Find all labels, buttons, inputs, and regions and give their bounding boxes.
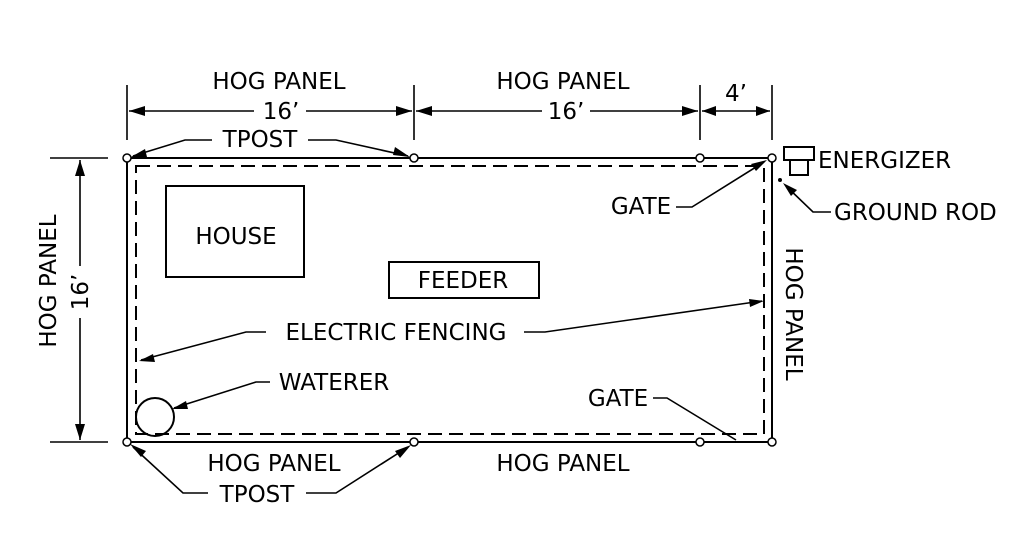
arrowhead (756, 106, 770, 116)
tpost-marker (695, 153, 705, 163)
callout-ground-rod (785, 185, 831, 213)
arrowhead (393, 147, 410, 157)
arrowhead (702, 106, 716, 116)
arrowhead (416, 106, 432, 116)
electric-fencing-label: ELECTRIC FENCING (286, 320, 507, 346)
callout-electric-fencing-left (140, 331, 266, 361)
tpost-marker (122, 153, 132, 163)
energizer-icon (783, 146, 815, 176)
tpost-bottom-label: TPOST (219, 482, 296, 508)
dim-label-left-panel: HOG PANEL (36, 214, 62, 347)
left-dimension: HOG PANEL 16’ (36, 157, 108, 443)
arrowhead (131, 149, 147, 157)
ground-rod-label: GROUND ROD (834, 200, 997, 226)
arrowhead (396, 106, 412, 116)
feeder-box (388, 261, 540, 299)
bottom-left-panel-label: HOG PANEL (207, 451, 340, 477)
dim-value-top-left: 16’ (263, 99, 300, 125)
arrowhead (172, 401, 188, 409)
callout-tpost-bottom-right (306, 446, 409, 494)
callout-gate-bottom (653, 397, 737, 441)
arrowhead (75, 424, 85, 440)
arrowhead (75, 160, 85, 176)
top-dimensions: HOG PANEL 16’ HOG PANEL 16’ 4’ (126, 69, 773, 140)
right-panel-label: HOG PANEL (780, 247, 806, 380)
tpost-marker (695, 437, 705, 447)
arrowhead (682, 106, 698, 116)
tpost-marker (409, 153, 419, 163)
arrowhead (395, 445, 411, 458)
callout-tpost-bottom-left (132, 446, 208, 494)
electric-fencing-line (135, 165, 765, 435)
dim-value-top-right: 16’ (548, 99, 585, 125)
arrowhead (751, 160, 767, 171)
dim-label-top-left-panel: HOG PANEL (212, 69, 345, 95)
arrowhead (129, 106, 145, 116)
tpost-marker (767, 437, 777, 447)
arrowhead (749, 299, 764, 307)
gate-top-label: GATE (611, 194, 671, 220)
dim-value-left: 16’ (68, 274, 94, 311)
arrowhead (139, 354, 155, 362)
hog-panel-perimeter (126, 157, 773, 443)
energizer-label: ENERGIZER (818, 148, 951, 174)
bottom-right-panel-label: HOG PANEL (496, 451, 629, 477)
house-label: HOUSE (195, 224, 276, 250)
callouts (130, 139, 831, 494)
callout-tpost-top-left (132, 139, 212, 157)
waterer-circle (135, 397, 175, 437)
house-box (165, 185, 305, 278)
callout-waterer (173, 381, 270, 409)
gate-bottom-label: GATE (588, 386, 648, 412)
callout-gate-top (676, 161, 765, 208)
feeder-label: FEEDER (418, 268, 509, 294)
callout-tpost-top-right (308, 139, 409, 157)
tpost-marker (122, 437, 132, 447)
tpost-marker (767, 153, 777, 163)
dim-value-gate-width: 4’ (725, 81, 747, 107)
tposts (122, 153, 777, 447)
tpost-marker (409, 437, 419, 447)
callout-electric-fencing-right (524, 300, 763, 333)
arrowhead (130, 444, 146, 457)
waterer-label: WATERER (279, 370, 390, 396)
ground-rod-marker (778, 178, 782, 182)
dim-label-top-right-panel: HOG PANEL (496, 69, 629, 95)
arrowhead (783, 183, 797, 196)
tpost-top-label: TPOST (222, 127, 299, 153)
